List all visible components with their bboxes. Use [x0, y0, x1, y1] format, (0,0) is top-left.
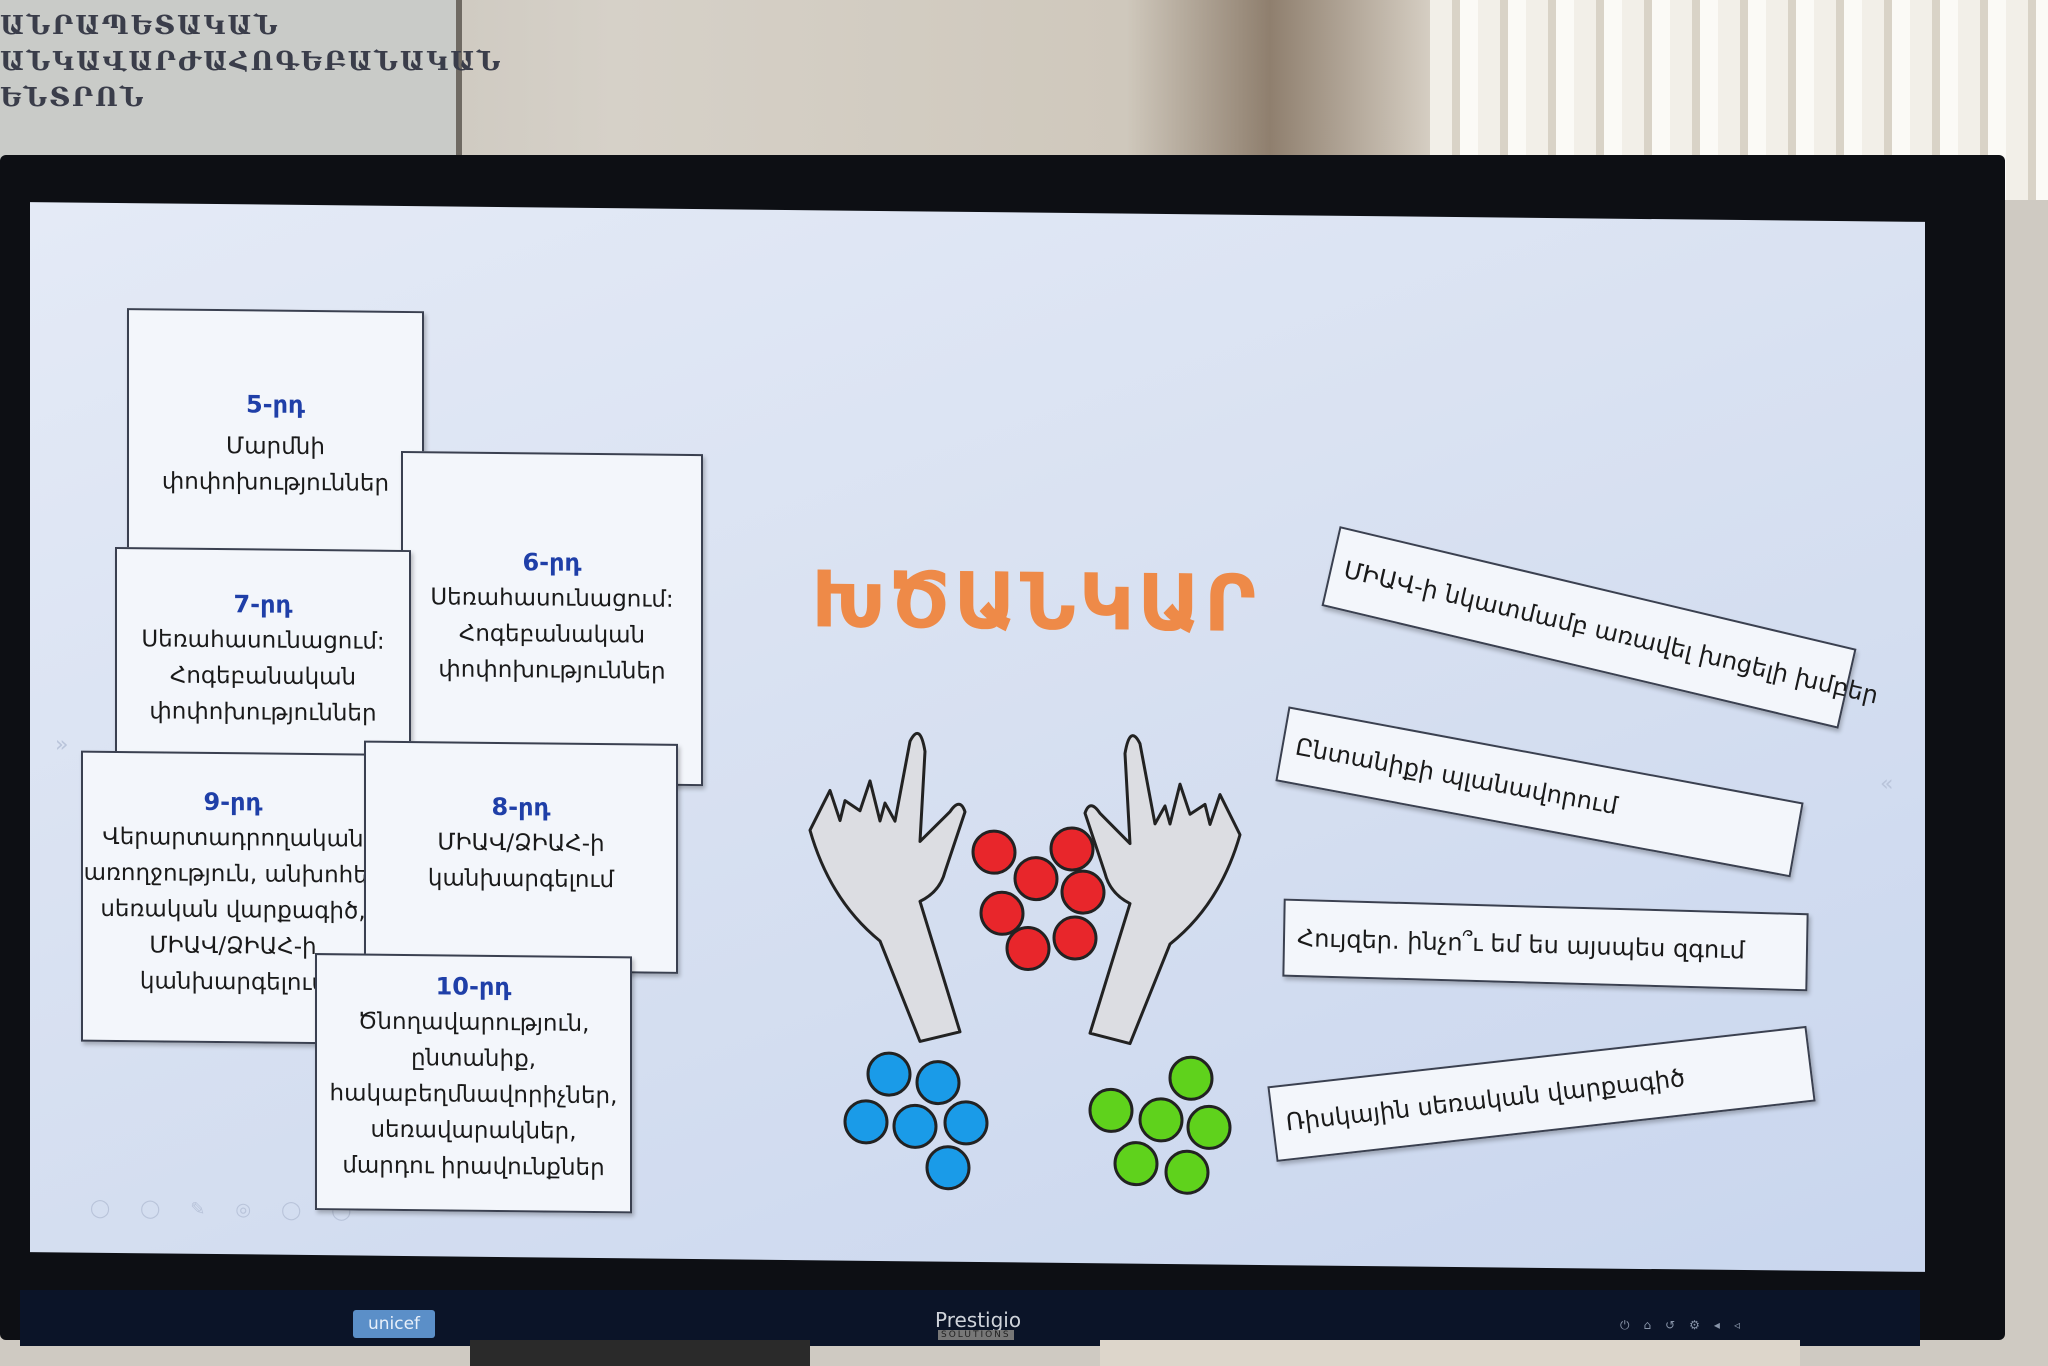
- card-line: Մարմնի: [226, 433, 325, 461]
- left-panel-arrow-icon[interactable]: »: [55, 732, 69, 758]
- grade-card-5[interactable]: 5-րդ Մարմնի փոփոխություններ: [127, 308, 424, 557]
- topic-strip[interactable]: Ընտանիքի պլանավորում: [1275, 706, 1804, 878]
- card-line: Հոգեբանական: [169, 662, 357, 691]
- hands-and-dots-illustration: [808, 731, 1242, 1195]
- blue-dot: [866, 1051, 912, 1097]
- red-dot: [1013, 856, 1059, 902]
- monitor-bottom-bezel: unicef Prestigio SOLUTIONS ⏻⌂↺⚙◂◃: [20, 1290, 1920, 1346]
- card-line: Ծնողավարություն,: [357, 1008, 590, 1037]
- poster-line: ԱՆԿԱՎԱՐԺԱՀՈԳԵԲԱՆԱԿԱՆ: [0, 47, 503, 77]
- blue-dot: [892, 1103, 938, 1149]
- card-grade: 10-րդ: [435, 972, 512, 1002]
- card-line: փոփոխություններ: [149, 698, 377, 727]
- red-dot: [1060, 869, 1106, 915]
- left-hand-icon: [808, 731, 967, 1043]
- blue-dot: [943, 1100, 989, 1146]
- red-dot: [1005, 926, 1051, 972]
- monitor-control-buttons[interactable]: ⏻⌂↺⚙◂◃: [1620, 1318, 1754, 1332]
- card-line: հակաբեղմնավորիչներ,: [329, 1080, 618, 1110]
- blue-dot: [843, 1099, 889, 1145]
- blue-dot: [915, 1060, 961, 1106]
- grade-card-7[interactable]: 7-րդ Սեռահասունացում: Հոգեբանական փոփոխո…: [115, 546, 411, 759]
- card-grade: 8-րդ: [491, 792, 551, 822]
- card-line: փոփոխություններ: [161, 468, 390, 497]
- card-line: ընտանիք,: [410, 1045, 537, 1073]
- unicef-badge: unicef: [353, 1310, 435, 1338]
- card-line: կանխարգելում: [427, 865, 615, 894]
- topic-strip[interactable]: Ռիսկային սեռական վարքագիծ: [1267, 1025, 1816, 1162]
- card-line: առողջություն, անխոհեմ: [83, 859, 383, 889]
- green-dot: [1138, 1097, 1184, 1143]
- green-dot: [1186, 1104, 1232, 1150]
- card-grade: 9-րդ: [203, 787, 263, 817]
- blue-dot: [925, 1145, 971, 1191]
- brand-sub: SOLUTIONS: [938, 1330, 1014, 1340]
- green-dot: [1168, 1055, 1214, 1101]
- right-panel-arrow-icon[interactable]: «: [1880, 771, 1894, 797]
- card-line: ՄԻԱՎ/ՁԻԱՀ-ի: [437, 829, 605, 858]
- card-grade: 5-րդ: [245, 390, 306, 419]
- topic-strip[interactable]: ՄԻԱՎ-ի նկատմամբ առավել խոցելի խմբեր: [1321, 526, 1881, 729]
- red-dot: [1052, 915, 1098, 961]
- right-hand-icon: [1083, 734, 1242, 1046]
- grade-card-8[interactable]: 8-րդ ՄԻԱՎ/ՁԻԱՀ-ի կանխարգելում: [364, 740, 678, 974]
- card-line: Հոգեբանական: [458, 620, 646, 649]
- card-line: Սեռահասունացում:: [141, 626, 385, 655]
- wall-poster: ԱՆՐԱՊԵՏԱԿԱՆ ԱՆԿԱՎԱՐԺԱՀՈԳԵԲԱՆԱԿԱՆ ԵՆՏՐՈՆ: [0, 0, 503, 160]
- green-dot: [1113, 1141, 1159, 1187]
- card-line: փոփոխություններ: [438, 656, 666, 685]
- card-line: մարդու իրավունքներ: [342, 1152, 605, 1182]
- green-dot: [1164, 1149, 1210, 1195]
- grade-card-6[interactable]: 6-րդ Սեռահասունացում: Հոգեբանական փոփոխո…: [401, 450, 703, 787]
- green-dots: [1088, 1055, 1232, 1195]
- card-grade: 7-րդ: [233, 590, 293, 619]
- grade-card-10[interactable]: 10-րդ Ծնողավարություն, ընտանիք, հակաբեղմ…: [315, 953, 632, 1214]
- red-dot: [979, 890, 1025, 936]
- card-line: Սեռահասունացում:: [430, 584, 674, 613]
- card-line: սեռական վարքագիծ,: [100, 895, 366, 925]
- card-line: սեռավարակներ,: [370, 1116, 577, 1145]
- poster-line: ԵՆՏՐՈՆ: [0, 83, 146, 113]
- red-dot: [1049, 826, 1095, 872]
- topic-strip[interactable]: Հույզեր. ինչո՞ւ եմ ես այսպես զգում: [1282, 898, 1809, 992]
- brand-logo: Prestigio: [935, 1308, 1022, 1332]
- green-dot: [1088, 1087, 1134, 1133]
- stand: [470, 1340, 810, 1366]
- red-dots: [971, 826, 1106, 972]
- card-line: Վերարտադրողական: [102, 823, 364, 853]
- red-dot: [971, 829, 1017, 875]
- blue-dots: [843, 1051, 989, 1191]
- card-grade: 6-րդ: [522, 548, 582, 577]
- slide-screen: » « ◯◯✎◎◯◯ ԽԾԱՆԿԱՐ 5-րդ Մարմնի փոփոխությ…: [30, 202, 1925, 1272]
- poster-line: ԱՆՐԱՊԵՏԱԿԱՆ: [0, 11, 280, 41]
- floor: [1100, 1340, 1800, 1366]
